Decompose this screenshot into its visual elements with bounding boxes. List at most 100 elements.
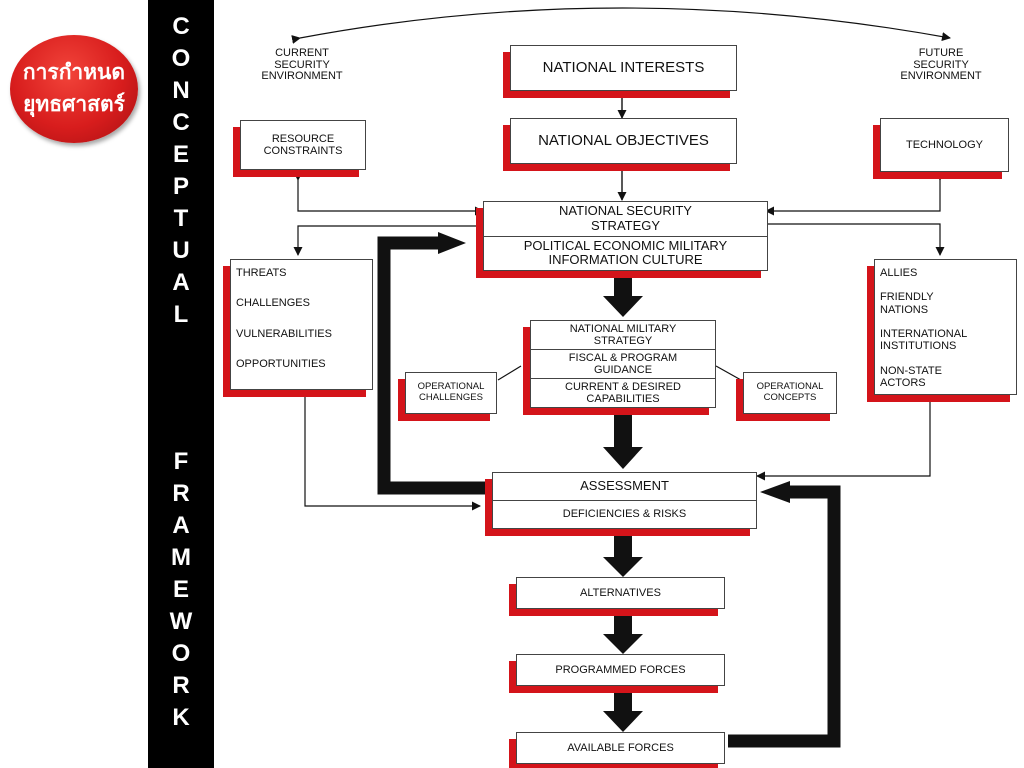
sidebar-letter: R [172, 672, 190, 699]
resource-constraints-line: CONSTRAINTS [263, 145, 343, 157]
feedback-arrowhead-right [760, 481, 790, 503]
feedback-assessment-nss [377, 236, 488, 495]
arrow-nss-threats [293, 221, 491, 256]
nss-line: NATIONAL SECURITY [559, 203, 692, 219]
arrow-allies-assessment [756, 398, 931, 481]
label-line: ENVIRONMENT [261, 70, 343, 83]
nss-instruments-cell: POLITICAL ECONOMIC MILITARY INFORMATION … [484, 235, 767, 271]
sidebar-letter: T [173, 205, 189, 232]
nonstate-line: ACTORS [880, 376, 926, 389]
friendly-line: FRIENDLY [880, 291, 934, 304]
future-security-environment-label: FUTURE SECURITY ENVIRONMENT [890, 47, 992, 83]
sidebar-letter: K [172, 704, 190, 731]
nms-line: FISCAL & PROGRAM [568, 351, 678, 364]
thick-arrow-nss-nms [603, 272, 643, 317]
sidebar-letter: O [171, 45, 191, 72]
national-objectives-label: NATIONAL OBJECTIVES [538, 131, 709, 149]
technology-label: TECHNOLOGY [905, 138, 983, 151]
nms-fiscal-cell: FISCAL & PROGRAM GUIDANCE [531, 349, 715, 378]
challenges-item: CHALLENGES [236, 297, 310, 310]
sidebar-letter: N [172, 77, 190, 104]
available-forces-box: AVAILABLE FORCES [516, 732, 725, 764]
label-line: FUTURE [918, 47, 964, 59]
sidebar-letter: F [173, 448, 189, 475]
strategy-badge: การกำหนด ยุทธศาสตร์ [10, 35, 138, 143]
nonstate-line: NON-STATE [880, 364, 942, 377]
resource-constraints-box: RESOURCE CONSTRAINTS [240, 120, 366, 170]
alternatives-label: ALTERNATIVES [580, 586, 661, 599]
nss-line: STRATEGY [590, 217, 661, 233]
allies-item: ALLIES [880, 267, 917, 279]
sidebar-word-conceptual: C O N C E P T U A L [172, 11, 191, 331]
op-challenges-line: OPERATIONAL [417, 381, 485, 393]
vulnerabilities-item: VULNERABILITIES [236, 327, 332, 340]
programmed-forces-label: PROGRAMMED FORCES [555, 663, 686, 676]
thick-arrow-nms-assessment [603, 410, 643, 469]
current-security-environment-label: CURRENT SECURITY ENVIRONMENT [252, 47, 352, 83]
sidebar-letter: E [172, 141, 189, 168]
sidebar-letter: M [171, 544, 191, 571]
national-interests-box: NATIONAL INTERESTS [510, 45, 737, 91]
allies-line: ALLIES [880, 267, 918, 279]
available-forces-label: AVAILABLE FORCES [567, 741, 674, 754]
arrow-threats-assessment [304, 395, 481, 511]
nss-strategy-cell: NATIONAL SECURITY STRATEGY [484, 202, 767, 236]
nss-line: INFORMATION CULTURE [548, 252, 703, 268]
assessment-box: ASSESSMENT DEFICIENCIES & RISKS [492, 472, 757, 529]
sidebar-letter: C [172, 109, 190, 136]
alternatives-box: ALTERNATIVES [516, 577, 725, 609]
resource-constraints-line: RESOURCE [271, 132, 335, 145]
opportunities-item: OPPORTUNITIES [236, 357, 326, 370]
nms-line: GUIDANCE [593, 364, 653, 376]
line-op-concepts [715, 365, 742, 381]
op-concepts-line: CONCEPTS [763, 392, 817, 403]
arrow-nss-allies [758, 219, 945, 256]
sidebar-word-framework: F R A M E W O R K [170, 446, 193, 734]
nms-strategy-cell: NATIONAL MILITARY STRATEGY [531, 321, 715, 349]
sidebar-letter: A [172, 512, 190, 539]
sidebar-letter: P [172, 173, 189, 200]
threats-item: THREATS [236, 267, 287, 279]
nms-line: CURRENT & DESIRED [565, 380, 681, 393]
technology-box: TECHNOLOGY [880, 118, 1009, 172]
thick-arrow-programmed-available [603, 684, 643, 732]
nss-line: POLITICAL ECONOMIC MILITARY [523, 237, 728, 253]
conceptual-framework-sidebar: C O N C E P T U A L F R A M E W O R K [148, 0, 214, 768]
label-line: SECURITY [913, 58, 969, 71]
friendly-line: NATIONS [880, 303, 929, 316]
deficiencies-cell: DEFICIENCIES & RISKS [493, 500, 756, 528]
thick-arrow-assessment-alternatives [603, 536, 643, 577]
national-interests-label: NATIONAL INTERESTS [542, 58, 705, 76]
deficiencies-label: DEFICIENCIES & RISKS [562, 508, 687, 521]
feedback-arrowhead-left [438, 232, 466, 254]
sidebar-letter: E [172, 576, 189, 603]
thick-arrow-alternatives-programmed [603, 612, 643, 654]
op-concepts-line: OPERATIONAL [756, 381, 824, 393]
sidebar-letter: R [172, 480, 190, 507]
operational-challenges-box: OPERATIONAL CHALLENGES [405, 372, 497, 414]
threats-list-box: THREATS CHALLENGES VULNERABILITIES OPPOR… [230, 259, 373, 390]
feedback-forces-assessment [728, 485, 841, 748]
nms-capabilities-cell: CURRENT & DESIRED CAPABILITIES [531, 378, 715, 407]
badge-line-2: ยุทธศาสตร์ [23, 93, 125, 116]
programmed-forces-box: PROGRAMMED FORCES [516, 654, 725, 686]
nms-line: STRATEGY [593, 335, 653, 347]
environment-arc [291, 7, 951, 44]
badge-line-1: การกำหนด [22, 61, 126, 84]
institutions-line: INTERNATIONAL [880, 327, 968, 340]
national-objectives-box: NATIONAL OBJECTIVES [510, 118, 737, 164]
assessment-label: ASSESSMENT [580, 478, 669, 494]
nms-line: NATIONAL MILITARY [569, 322, 677, 335]
sidebar-letter: U [172, 237, 190, 264]
assessment-cell: ASSESSMENT [493, 473, 756, 500]
line-op-challenges [497, 365, 522, 381]
sidebar-letter: O [171, 640, 191, 667]
sidebar-letter: C [172, 13, 190, 40]
op-challenges-line: CHALLENGES [419, 392, 483, 403]
arrow-technology-nss [765, 172, 945, 216]
sidebar-letter: L [173, 301, 189, 328]
